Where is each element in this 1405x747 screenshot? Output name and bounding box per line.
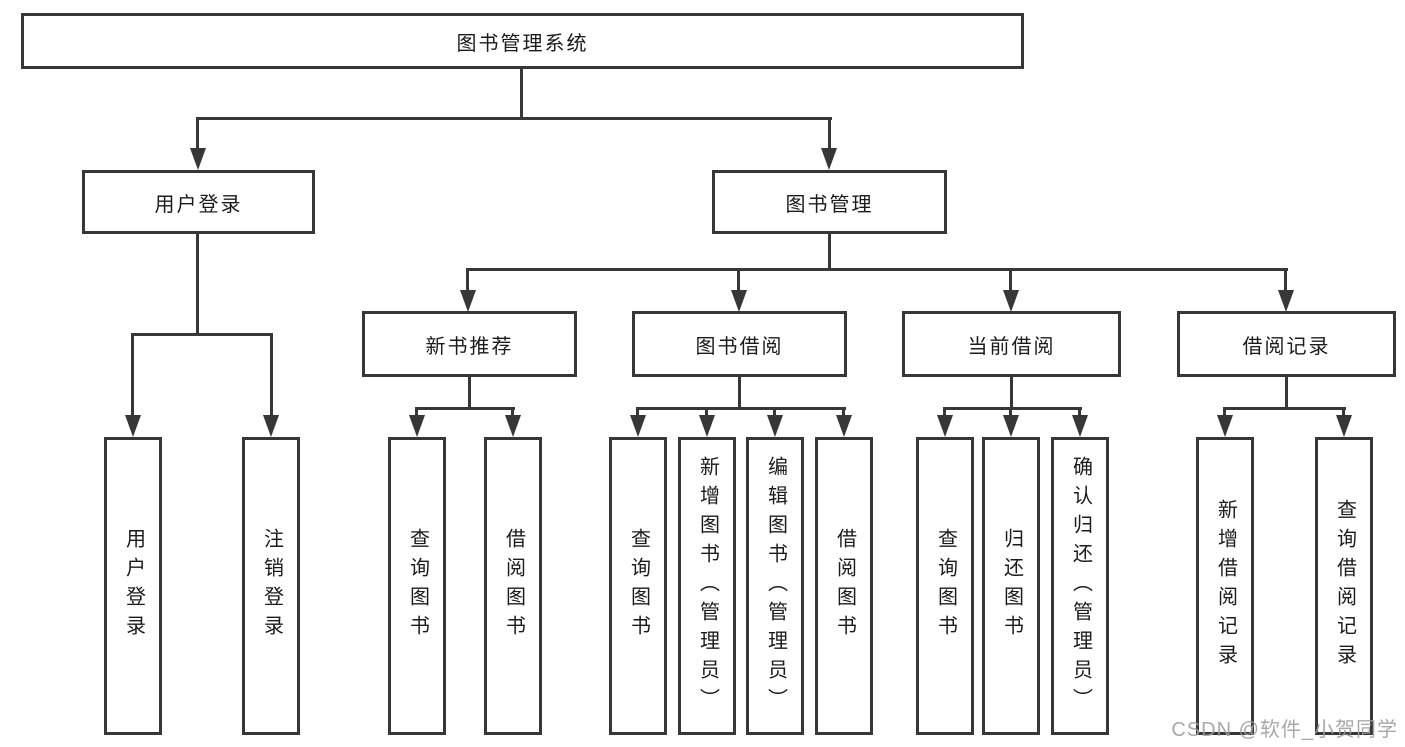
- arrow-down-icon: [263, 415, 279, 437]
- arrow-down-icon: [190, 148, 206, 170]
- connector-line: [1078, 407, 1081, 419]
- arrow-down-icon: [505, 415, 521, 437]
- arrow-down-icon: [1278, 290, 1294, 312]
- node-label: 编辑图书（管理员）: [764, 455, 787, 717]
- node-library-management-system: 图书管理系统: [21, 13, 1024, 69]
- arrow-down-icon: [821, 148, 837, 170]
- node-label: 新增借阅记录: [1214, 499, 1237, 673]
- arrow-down-icon: [460, 290, 476, 312]
- arrow-down-icon: [699, 415, 715, 437]
- node-current-borrowing: 当前借阅: [902, 311, 1121, 377]
- node-book-management: 图书管理: [712, 170, 947, 234]
- connector-line: [520, 69, 523, 119]
- node-label: 借阅图书: [833, 528, 856, 644]
- node-edit-books-admin: 编辑图书（管理员）: [746, 437, 804, 735]
- node-label: 用户登录: [122, 528, 145, 644]
- connector-line: [636, 407, 846, 410]
- connector-line: [1009, 407, 1012, 419]
- node-borrow-books: 借阅图书: [815, 437, 873, 735]
- arrow-down-icon: [836, 415, 852, 437]
- connector-line: [131, 333, 134, 417]
- node-user-login: 用户登录: [104, 437, 162, 735]
- connector-line: [773, 407, 776, 419]
- arrow-down-icon: [937, 415, 953, 437]
- node-borrow-books-recommend: 借阅图书: [484, 437, 542, 735]
- node-label: 查询图书: [627, 528, 650, 644]
- node-query-books-recommend: 查询图书: [388, 437, 446, 735]
- connector-line: [415, 407, 418, 419]
- connector-line: [1285, 377, 1288, 409]
- connector-line: [828, 117, 831, 151]
- node-return-books: 归还图书: [982, 437, 1040, 735]
- node-label: 新增图书（管理员）: [696, 455, 719, 717]
- node-add-books-admin: 新增图书（管理员）: [678, 437, 736, 735]
- node-book-borrowing: 图书借阅: [632, 311, 847, 377]
- arrow-down-icon: [630, 415, 646, 437]
- connector-line: [943, 407, 946, 419]
- connector-line: [196, 234, 199, 335]
- watermark-text: CSDN @软件_小贺同学: [1171, 719, 1398, 741]
- node-label: 查询借阅记录: [1333, 499, 1356, 673]
- connector-line: [511, 407, 514, 419]
- node-label: 归还图书: [1000, 528, 1023, 644]
- arrow-down-icon: [731, 290, 747, 312]
- connector-line: [1009, 268, 1012, 292]
- connector-line: [943, 407, 1082, 410]
- connector-line: [131, 333, 273, 336]
- node-label: 查询图书: [406, 528, 429, 644]
- arrow-down-icon: [1336, 415, 1352, 437]
- node-add-borrow-record: 新增借阅记录: [1196, 437, 1254, 735]
- arrow-down-icon: [1072, 415, 1088, 437]
- connector-line: [1342, 407, 1345, 419]
- connector-line: [705, 407, 708, 419]
- arrow-down-icon: [409, 415, 425, 437]
- connector-line: [468, 377, 471, 409]
- connector-line: [1223, 407, 1346, 410]
- arrow-down-icon: [1217, 415, 1233, 437]
- node-logout-login: 注销登录: [242, 437, 300, 735]
- node-label: 确认归还（管理员）: [1069, 455, 1092, 717]
- node-confirm-return-admin: 确认归还（管理员）: [1051, 437, 1109, 735]
- node-query-books-borrowing: 查询图书: [609, 437, 667, 735]
- node-user-login-module: 用户登录: [82, 170, 315, 234]
- arrow-down-icon: [1003, 290, 1019, 312]
- node-label: 注销登录: [260, 528, 283, 644]
- arrow-down-icon: [1003, 415, 1019, 437]
- connector-line: [1284, 268, 1287, 292]
- node-borrowing-records: 借阅记录: [1177, 311, 1396, 377]
- connector-line: [842, 407, 845, 419]
- connector-line: [828, 234, 831, 270]
- node-query-books-current: 查询图书: [916, 437, 974, 735]
- arrow-down-icon: [767, 415, 783, 437]
- arrow-down-icon: [125, 415, 141, 437]
- connector-line: [737, 268, 740, 292]
- node-query-borrow-record: 查询借阅记录: [1315, 437, 1373, 735]
- connector-line: [466, 268, 469, 292]
- node-label: 借阅图书: [502, 528, 525, 644]
- connector-line: [1223, 407, 1226, 419]
- node-label: 查询图书: [934, 528, 957, 644]
- connector-line: [415, 407, 515, 410]
- connector-line: [636, 407, 639, 419]
- connector-line: [1010, 377, 1013, 409]
- connector-line: [738, 377, 741, 409]
- connector-line: [466, 268, 1288, 271]
- connector-line: [196, 117, 199, 151]
- node-new-book-recommendation: 新书推荐: [362, 311, 577, 377]
- connector-line: [270, 333, 273, 417]
- connector-line: [196, 117, 832, 120]
